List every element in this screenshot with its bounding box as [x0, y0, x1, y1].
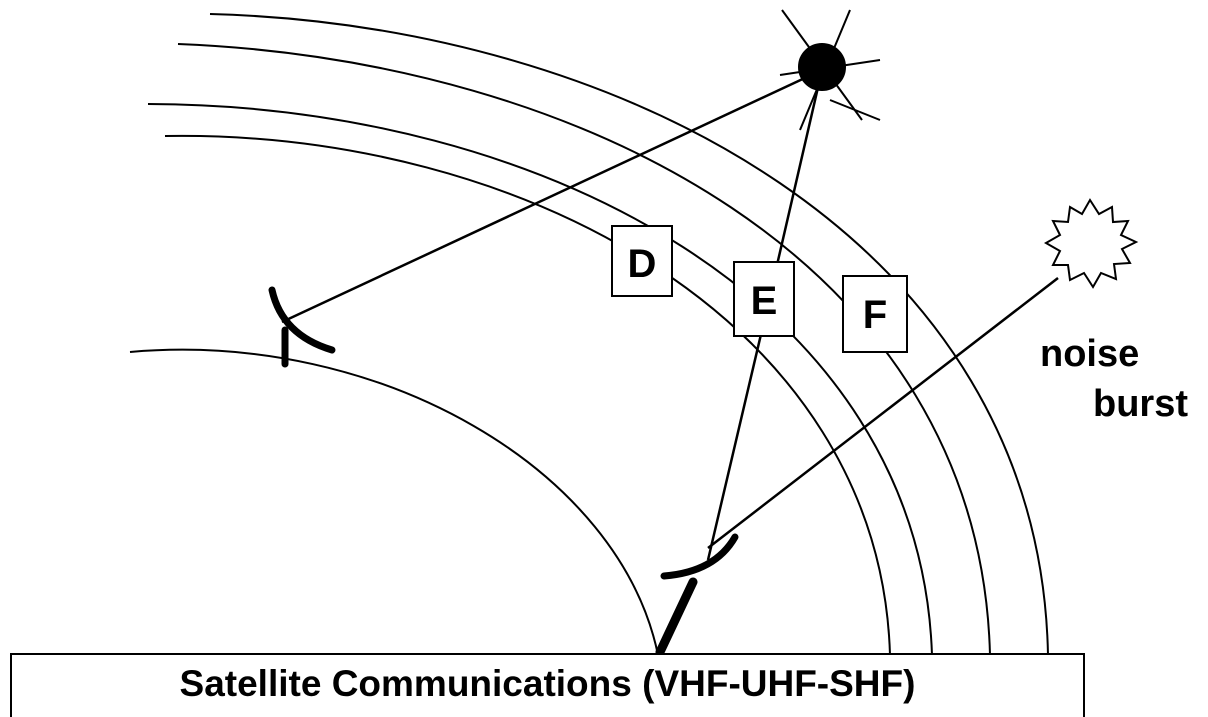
dish-antenna-icon: [268, 286, 336, 368]
ionosphere-arc-3: [147, 103, 933, 656]
satellite-icon: [779, 9, 881, 131]
signal-paths: [281, 68, 1059, 561]
layer-label-e: E: [751, 279, 778, 323]
layer-box-d: D: [611, 225, 673, 297]
path-noise-to-ground-dish: [707, 277, 1059, 549]
ionosphere-arc-1: [209, 13, 1049, 656]
ground-dish-antenna-icon: [655, 533, 739, 657]
path-e-layer-to-ground-dish: [706, 329, 764, 561]
caption-box: Satellite Communications (VHF-UHF-SHF): [10, 653, 1085, 717]
noise-label-line2: burst: [1093, 383, 1188, 425]
layer-box-e: E: [733, 261, 795, 337]
layer-label-d: D: [628, 242, 657, 286]
ionosphere-arc-2: [177, 43, 991, 656]
earth-surface: [129, 348, 659, 656]
noise-burst-icon: [1043, 198, 1139, 289]
layer-box-f: F: [842, 275, 908, 353]
diagram-caption: Satellite Communications (VHF-UHF-SHF): [179, 663, 916, 704]
ionosphere-arc-4: [164, 134, 891, 656]
path-satellite-to-left-dish: [281, 68, 823, 324]
ionosphere-arcs: [147, 13, 1049, 656]
noise-label-line1: noise: [1040, 333, 1139, 375]
layer-label-f: F: [863, 293, 887, 337]
